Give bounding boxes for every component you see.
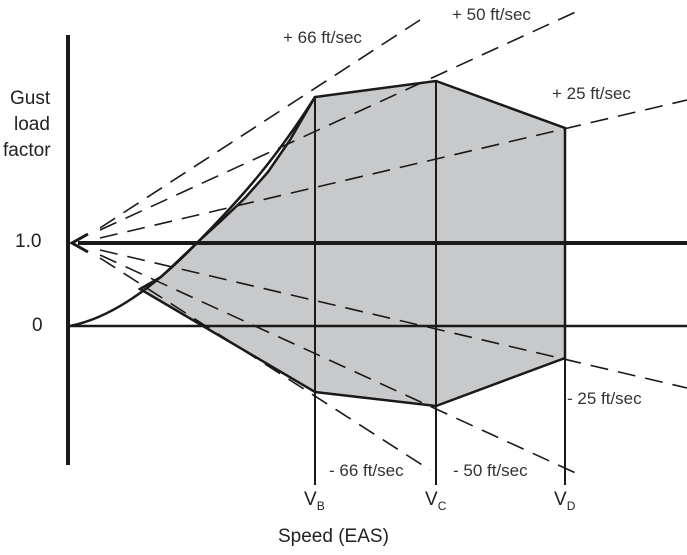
gust-label-neg50: - 50 ft/sec — [453, 461, 528, 480]
gust-label-pos50: + 50 ft/sec — [452, 5, 531, 24]
gust-line-pos50 — [99, 9, 581, 231]
gust-label-pos25: + 25 ft/sec — [552, 84, 631, 103]
y-axis-label-line1: Gust — [10, 88, 51, 109]
y-axis-label-line3: factor — [3, 140, 51, 161]
x-axis-label: Speed (EAS) — [278, 526, 389, 547]
gust-line-neg25 — [99, 249, 687, 389]
speed-label-vc: VC — [425, 489, 447, 513]
gust-label-neg25: - 25 ft/sec — [567, 389, 642, 408]
gust-line-pos66 — [99, 19, 421, 229]
y-axis-label-line2: load — [14, 114, 50, 135]
gust-label-neg66: - 66 ft/sec — [329, 461, 404, 480]
speed-label-vd: VD — [554, 489, 576, 513]
gust-label-pos66: + 66 ft/sec — [283, 28, 362, 47]
arrow-left-icon — [68, 232, 89, 254]
tick-label-1: 1.0 — [15, 231, 42, 252]
gust-line-neg66 — [99, 257, 431, 471]
speed-label-vb: VB — [304, 489, 325, 513]
tick-label-0: 0 — [32, 315, 43, 336]
gust-line-neg50 — [99, 254, 581, 476]
gust-line-pos25 — [99, 99, 687, 239]
